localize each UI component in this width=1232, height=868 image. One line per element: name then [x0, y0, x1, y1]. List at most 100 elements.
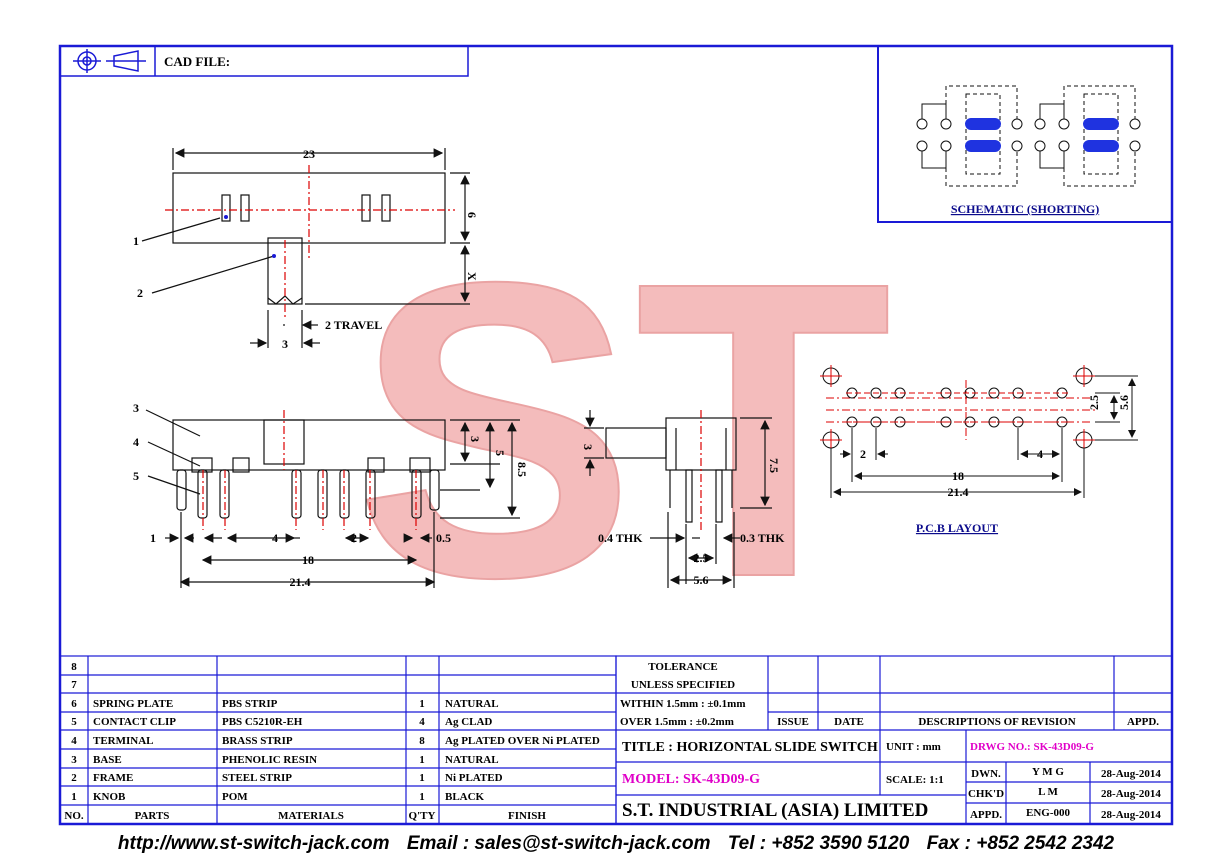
fax-text: Fax : +852 2542 2342 — [926, 833, 1115, 854]
dim-side-75: 7.5 — [767, 458, 781, 473]
dim-knob-width: 3 — [282, 337, 288, 351]
row-8-no: 8 — [71, 661, 77, 673]
header-qty: Q'TY — [409, 810, 436, 822]
dim-pitch-c: 2 — [351, 531, 357, 545]
dim-pitch-a: 1 — [150, 531, 156, 545]
row-5-material: PBS C5210R-EH — [222, 716, 303, 728]
descriptions-header: DESCRIPTIONS OF REVISION — [918, 716, 1075, 728]
dwn-label: DWN. — [971, 768, 1001, 780]
header-no: NO. — [64, 810, 84, 822]
dwn-date: 28-Aug-2014 — [1101, 768, 1161, 780]
drawing-number: DRWG NO.: SK-43D09-G — [970, 741, 1094, 753]
st-watermark: ST — [354, 195, 893, 666]
dim-pin-thk: 0.5 — [436, 531, 451, 545]
issue-header: ISSUE — [777, 716, 809, 728]
dim-thk-03: 0.3 THK — [740, 531, 785, 545]
tolerance-within: WITHIN 1.5mm : ±0.1mm — [620, 698, 746, 710]
projection-symbol-icon — [73, 49, 146, 73]
chk-name: L M — [1038, 786, 1058, 798]
contact-footer: http://www.st-switch-jack.com Email : sa… — [0, 824, 1232, 864]
side-view — [584, 410, 772, 588]
callout-2: 2 — [137, 286, 143, 300]
unit-label: UNIT : mm — [886, 741, 941, 753]
dim-length: 23 — [303, 147, 315, 161]
dim-travel: 2 TRAVEL — [325, 318, 382, 332]
dim-height: 6 — [465, 212, 479, 218]
dim-span-18: 18 — [302, 553, 314, 567]
cad-file-label: CAD FILE: — [164, 54, 230, 69]
shorting-contact-1 — [965, 118, 1001, 130]
dim-h3: 3 — [468, 436, 482, 442]
header-materials: MATERIALS — [278, 810, 344, 822]
email-text[interactable]: Email : sales@st-switch-jack.com — [406, 833, 711, 854]
callout-1: 1 — [133, 234, 139, 248]
shorting-contact-3 — [1083, 118, 1119, 130]
dim-x: X — [465, 272, 479, 281]
cad-header: CAD FILE: — [59, 45, 469, 77]
row-3-qty: 1 — [419, 754, 425, 766]
dim-pcb-2: 2 — [860, 447, 866, 461]
top-view — [141, 148, 470, 348]
tolerance-line-2: UNLESS SPECIFIED — [631, 679, 735, 691]
row-5-no: 5 — [71, 716, 77, 728]
appd-date: 28-Aug-2014 — [1101, 809, 1161, 821]
callout-5: 5 — [133, 469, 139, 483]
row-6-no: 6 — [71, 698, 77, 710]
chk-label: CHK'D — [968, 788, 1004, 800]
row-2-part: FRAME — [93, 772, 133, 784]
pcb-layout — [820, 365, 1138, 498]
telephone-text: Tel : +852 3590 5120 — [727, 833, 910, 854]
row-5-finish: Ag CLAD — [445, 716, 492, 728]
dim-side-56: 5.6 — [694, 573, 709, 587]
schematic-title: SCHEMATIC (SHORTING) — [951, 202, 1099, 216]
row-4-qty: 8 — [419, 735, 425, 747]
dim-h5: 5 — [493, 450, 507, 456]
row-3-no: 3 — [71, 754, 77, 766]
dim-pcb-4: 4 — [1037, 447, 1043, 461]
title-block: TOLERANCE UNLESS SPECIFIED WITHIN 1.5mm … — [615, 655, 1173, 825]
row-7-no: 7 — [71, 679, 77, 691]
row-4-no: 4 — [71, 735, 77, 747]
row-1-part: KNOB — [93, 791, 126, 803]
dim-pcb-18: 18 — [952, 469, 964, 483]
row-2-material: STEEL STRIP — [222, 772, 292, 784]
callout-3: 3 — [133, 401, 139, 415]
row-6-finish: NATURAL — [445, 698, 499, 710]
row-1-material: POM — [222, 791, 248, 803]
row-1-qty: 1 — [419, 791, 425, 803]
row-1-finish: BLACK — [445, 791, 485, 803]
row-5-qty: 4 — [419, 716, 425, 728]
callout-4: 4 — [133, 435, 139, 449]
parts-table: 8 7 6 SPRING PLATE PBS STRIP 1 NATURAL 5… — [59, 655, 617, 825]
tolerance-over: OVER 1.5mm : ±0.2mm — [620, 716, 734, 728]
dim-side-3: 3 — [581, 444, 595, 450]
dwn-name: Y M G — [1032, 766, 1064, 778]
dim-h85: 8.5 — [515, 462, 529, 477]
dim-pcb-214: 21.4 — [948, 485, 969, 499]
header-parts: PARTS — [135, 810, 170, 822]
header-finish: FINISH — [508, 810, 546, 822]
date-header: DATE — [834, 716, 864, 728]
shorting-contact-4 — [1083, 140, 1119, 152]
model-number: MODEL: SK-43D09-G — [622, 772, 760, 787]
dim-span-214: 21.4 — [290, 575, 311, 589]
tolerance-line-1: TOLERANCE — [648, 661, 717, 673]
row-5-part: CONTACT CLIP — [93, 716, 176, 728]
company-name: S.T. INDUSTRIAL (ASIA) LIMITED — [622, 800, 928, 821]
dim-pcb-56: 5.6 — [1117, 395, 1131, 410]
svg-text:ST: ST — [355, 196, 892, 665]
row-6-part: SPRING PLATE — [93, 698, 173, 710]
row-6-qty: 1 — [419, 698, 425, 710]
front-view — [145, 409, 520, 588]
row-6-material: PBS STRIP — [222, 698, 278, 710]
row-3-part: BASE — [93, 754, 122, 766]
row-2-finish: Ni PLATED — [445, 772, 503, 784]
shorting-contact-2 — [965, 140, 1001, 152]
row-3-finish: NATURAL — [445, 754, 499, 766]
chk-date: 28-Aug-2014 — [1101, 788, 1161, 800]
row-1-no: 1 — [71, 791, 77, 803]
dim-pcb-25: 2.5 — [1087, 395, 1101, 410]
drawing-title: TITLE : HORIZONTAL SLIDE SWITCH — [622, 740, 878, 755]
website-link[interactable]: http://www.st-switch-jack.com — [117, 833, 390, 854]
